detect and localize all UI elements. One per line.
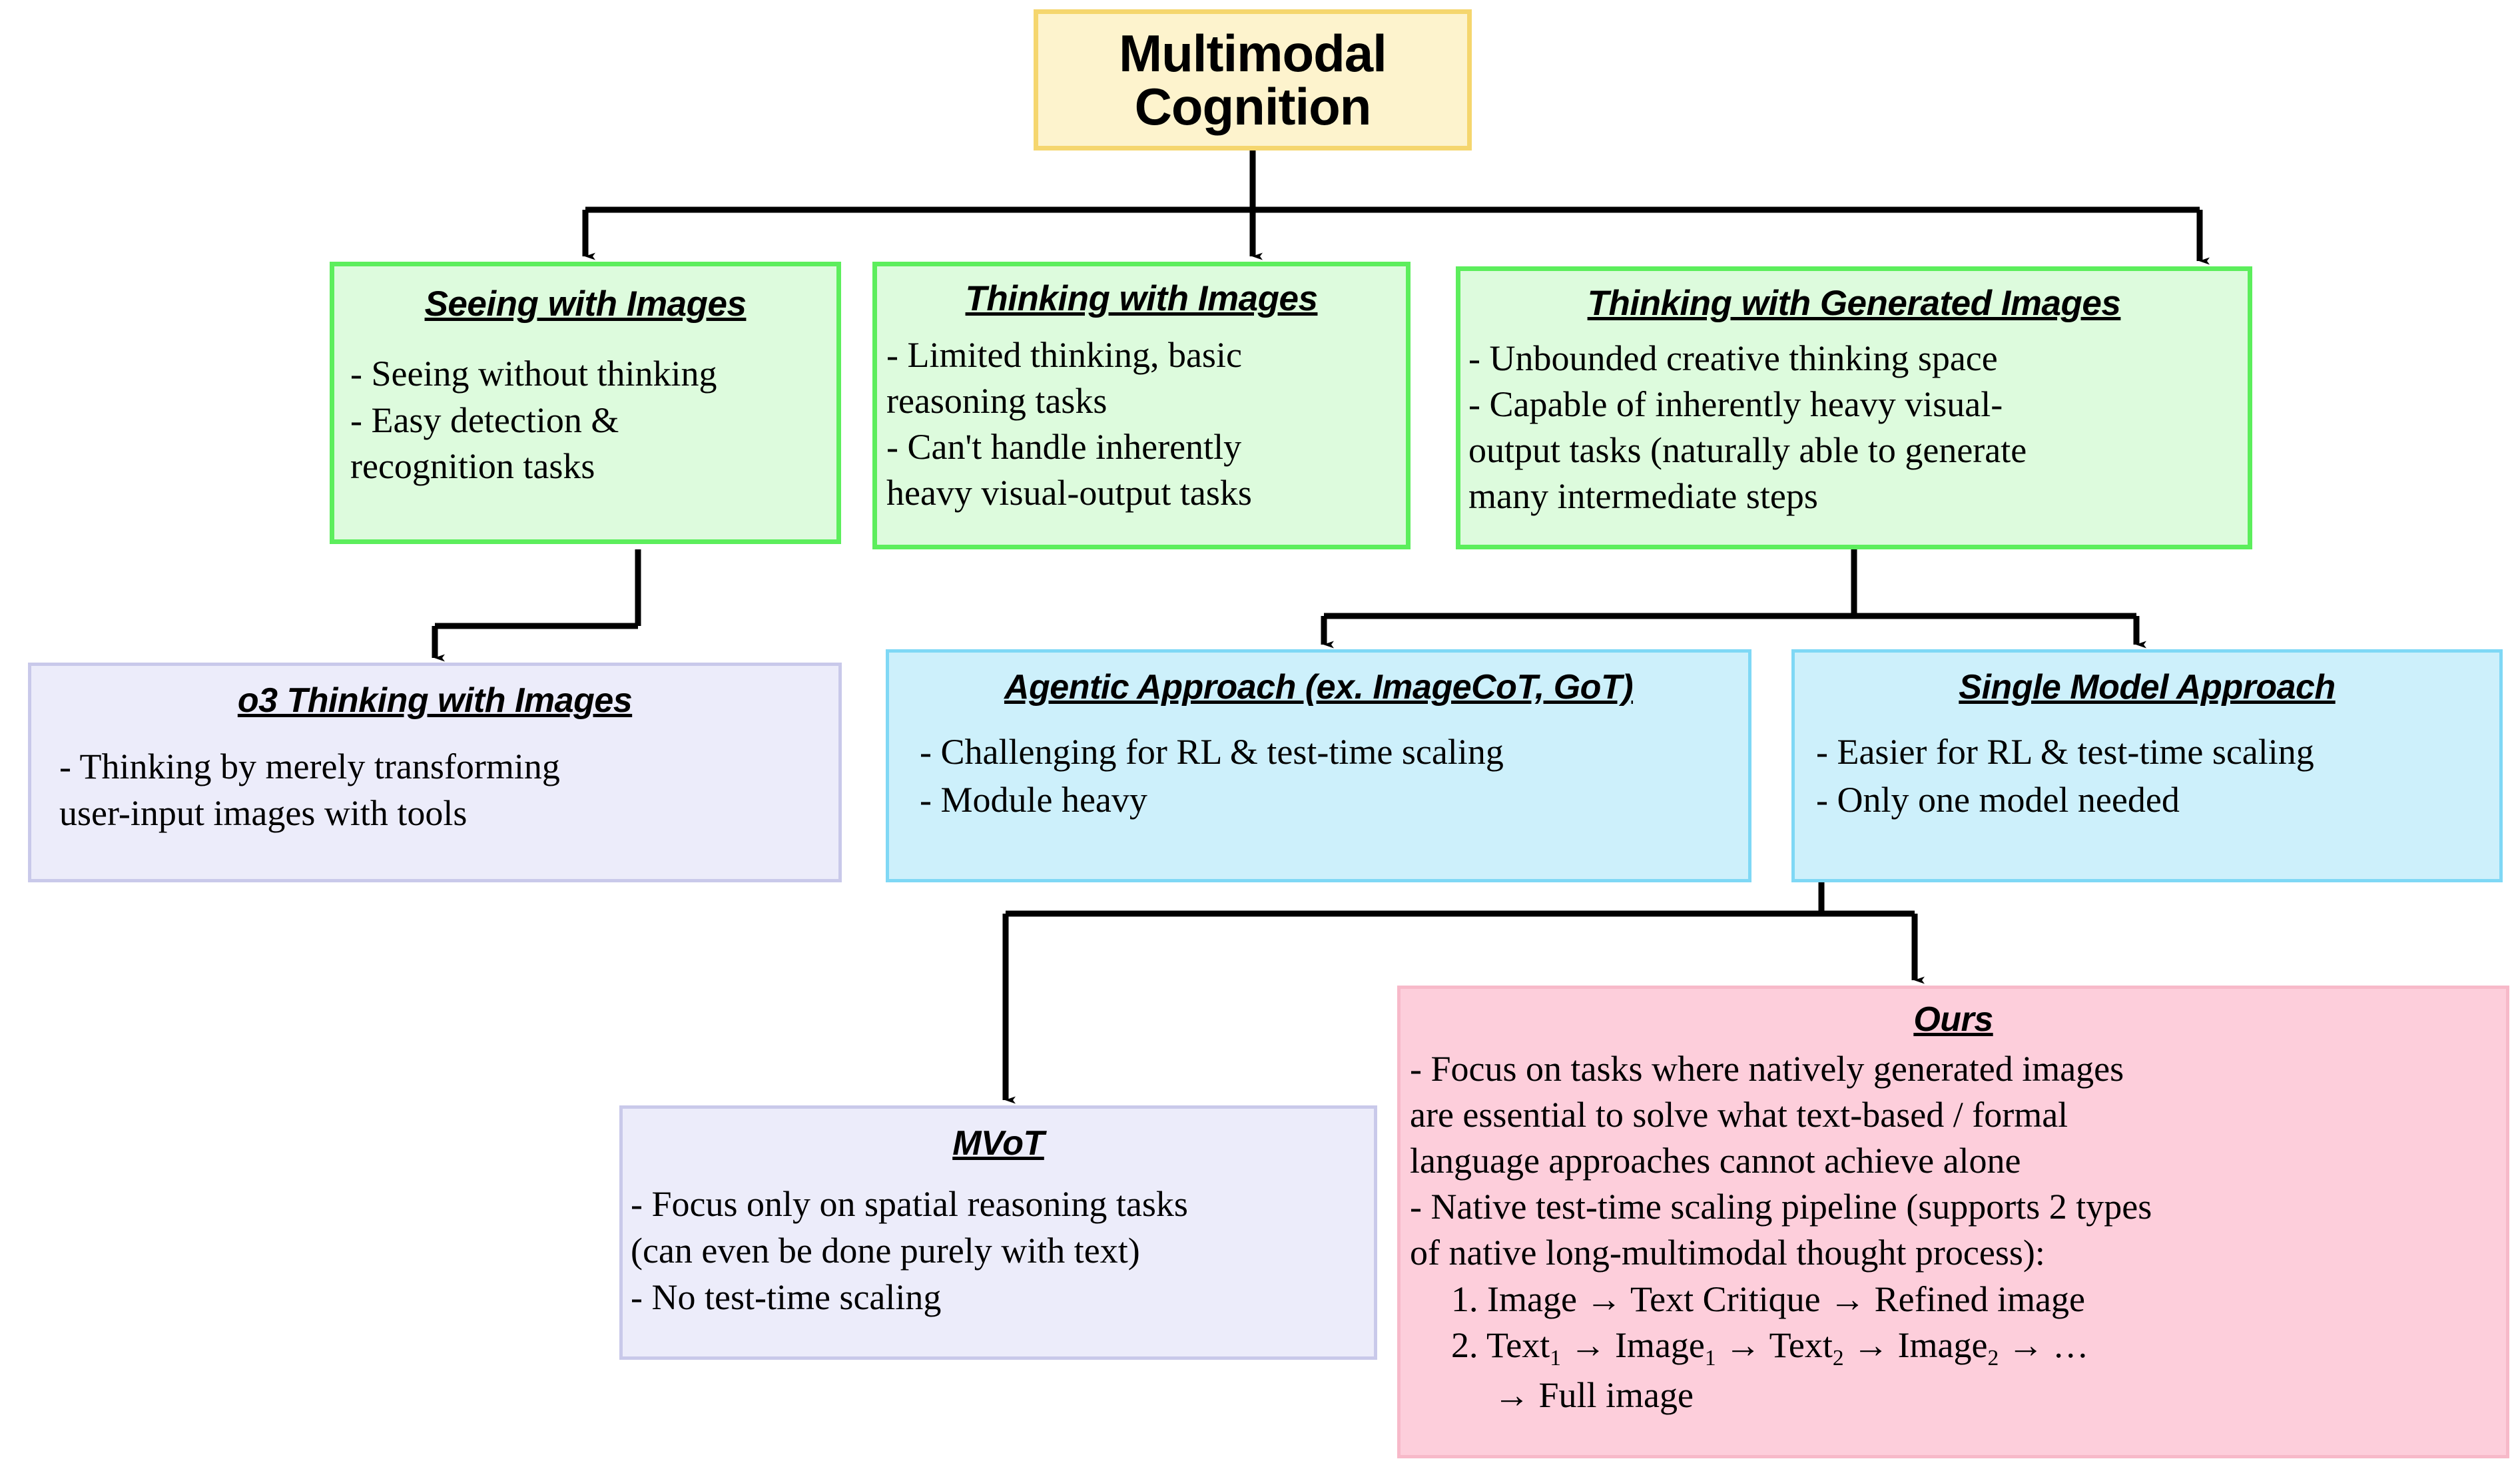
n2-prefix: 2. Text — [1451, 1324, 1550, 1365]
n2-tail: → … — [1999, 1324, 2089, 1365]
bullet-line: heavy visual-output tasks — [886, 473, 1252, 513]
bullet-line: - Focus on tasks where natively generate… — [1410, 1049, 2124, 1089]
bullet-line: - Capable of inherently heavy visual- — [1468, 384, 2003, 425]
bullet-line: of native long-multimodal thought proces… — [1410, 1233, 2045, 1273]
bullet-line: - Native test-time scaling pipeline (sup… — [1410, 1187, 2152, 1227]
node-title: Single Model Approach — [1959, 668, 2336, 707]
node-ours[interactable]: Ours - Focus on tasks where natively gen… — [1397, 986, 2509, 1458]
bullet-line: - Module heavy — [920, 779, 1147, 820]
n2-sub3: 2 — [1832, 1345, 1844, 1370]
node-o3-thinking-with-images[interactable]: o3 Thinking with Images - Thinking by me… — [28, 663, 842, 882]
node-mvot[interactable]: MVoT - Focus only on spatial reasoning t… — [619, 1105, 1377, 1360]
bullet-line: - No test-time scaling — [631, 1277, 942, 1318]
bullet-line: - Limited thinking, basic — [886, 335, 1242, 375]
bullet-line: language approaches cannot achieve alone — [1410, 1141, 2021, 1181]
bullet-line: output tasks (naturally able to generate — [1468, 430, 2027, 471]
node-agentic-approach[interactable]: Agentic Approach (ex. ImageCoT, GoT) - C… — [886, 649, 1751, 882]
bullet-line: (can even be done purely with text) — [631, 1231, 1140, 1271]
bullet-line: - Can't handle inherently — [886, 427, 1242, 467]
bullet-line: recognition tasks — [350, 446, 595, 487]
bullet-line: - Unbounded creative thinking space — [1468, 338, 1998, 378]
n2-mid1: → Image — [1560, 1324, 1705, 1365]
bullet-line: - Easier for RL & test-time scaling — [1816, 732, 2314, 772]
node-title: Seeing with Images — [424, 284, 747, 324]
node-body: - Limited thinking, basic reasoning task… — [886, 332, 1406, 516]
node-body: - Challenging for RL & test-time scaling… — [920, 729, 1748, 824]
node-title: MVoT — [952, 1124, 1044, 1163]
node-body: - Thinking by merely transforming user-i… — [59, 743, 838, 836]
node-body: - Focus only on spatial reasoning tasks … — [631, 1181, 1374, 1321]
node-multimodal-cognition[interactable]: Multimodal Cognition — [1034, 9, 1472, 150]
n2-sub1: 1 — [1550, 1345, 1561, 1370]
node-title: o3 Thinking with Images — [237, 681, 633, 720]
node-seeing-with-images[interactable]: Seeing with Images - Seeing without thin… — [330, 262, 841, 544]
bullet-line: - Focus only on spatial reasoning tasks — [631, 1184, 1188, 1224]
bullet-line: are essential to solve what text-based /… — [1410, 1095, 2068, 1135]
node-title: Ours — [1913, 1000, 1993, 1039]
bullet-line: many intermediate steps — [1468, 476, 1818, 517]
node-thinking-with-images[interactable]: Thinking with Images - Limited thinking,… — [872, 262, 1411, 549]
bullet-line: - Easy detection & — [350, 400, 619, 440]
node-title: Thinking with Generated Images — [1587, 284, 2121, 323]
node-title: Thinking with Images — [965, 279, 1318, 318]
node-single-model-approach[interactable]: Single Model Approach - Easier for RL & … — [1791, 649, 2503, 882]
node-body: - Unbounded creative thinking space - Ca… — [1468, 336, 2248, 519]
n2-mid2: → Text — [1716, 1324, 1833, 1365]
bullet-line: - Seeing without thinking — [350, 354, 717, 394]
bullet-line: user-input images with tools — [59, 793, 468, 834]
n2-sub4: 2 — [1987, 1345, 1999, 1370]
numbered-item-1: 1. Image → Text Critique → Refined image — [1451, 1279, 2085, 1319]
root-title-line2: Cognition — [1134, 77, 1372, 136]
n2-mid3: → Image — [1843, 1324, 1988, 1365]
bullet-line: - Thinking by merely transforming — [59, 746, 560, 786]
bullet-line: reasoning tasks — [886, 381, 1107, 422]
node-body: - Easier for RL & test-time scaling - On… — [1816, 729, 2499, 824]
node-body: - Seeing without thinking - Easy detecti… — [350, 351, 836, 490]
node-title: Agentic Approach (ex. ImageCoT, GoT) — [1004, 668, 1634, 707]
bullet-line: - Challenging for RL & test-time scaling — [920, 732, 1504, 772]
bullet-line: - Only one model needed — [1816, 779, 2180, 820]
node-thinking-with-generated-images[interactable]: Thinking with Generated Images - Unbound… — [1456, 266, 2252, 549]
numbered-item-2-continuation: → Full image — [1494, 1375, 1694, 1416]
root-title-line1: Multimodal — [1119, 23, 1387, 83]
numbered-item-2: 2. Text1 → Image1 → Text2 → Image2 → … — [1451, 1322, 2506, 1373]
root-title: Multimodal Cognition — [1038, 27, 1467, 134]
n2-sub2: 1 — [1704, 1345, 1716, 1370]
node-body: - Focus on tasks where natively generate… — [1410, 1046, 2506, 1418]
